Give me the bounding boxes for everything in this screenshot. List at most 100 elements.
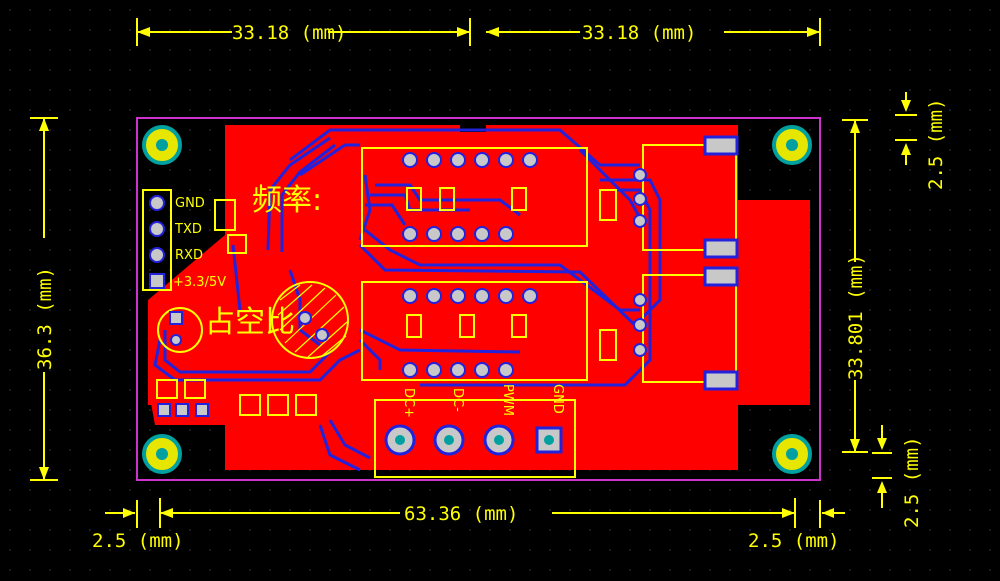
grid-dot	[969, 389, 971, 391]
dim-label-right-top-margin: 2.5 (mm)	[925, 98, 947, 190]
grid-dot	[69, 529, 71, 531]
grid-dot	[449, 69, 451, 71]
grid-dot	[969, 349, 971, 351]
grid-dot	[709, 489, 711, 491]
grid-dot	[69, 129, 71, 131]
grid-dot	[129, 169, 131, 171]
uart-header: GND TXD RXD +3.3/5V	[142, 189, 226, 291]
grid-dot	[829, 189, 831, 191]
grid-dot	[69, 469, 71, 471]
grid-dot	[869, 529, 871, 531]
grid-dot	[909, 509, 911, 511]
grid-dot	[829, 389, 831, 391]
grid-dot	[89, 269, 91, 271]
grid-dot	[909, 489, 911, 491]
grid-dot	[509, 569, 511, 571]
grid-dot	[9, 209, 11, 211]
grid-dot	[29, 229, 31, 231]
grid-dot	[249, 569, 251, 571]
grid-dot	[889, 529, 891, 531]
grid-dot	[989, 129, 991, 131]
grid-dot	[929, 69, 931, 71]
grid-dot	[29, 9, 31, 11]
grid-dot	[329, 69, 331, 71]
grid-dot	[909, 229, 911, 231]
grid-dot	[869, 289, 871, 291]
grid-dot	[289, 569, 291, 571]
header-pin-pad	[426, 288, 442, 304]
grid-dot	[209, 429, 211, 431]
grid-dot	[109, 569, 111, 571]
grid-dot	[849, 469, 851, 471]
grid-dot	[9, 89, 11, 91]
grid-dot	[789, 49, 791, 51]
grid-dot	[929, 49, 931, 51]
grid-dot	[869, 69, 871, 71]
grid-dot	[209, 189, 211, 191]
grid-dot	[829, 149, 831, 151]
dim-label-bottom-left-margin: 2.5 (mm)	[92, 530, 184, 552]
grid-dot	[929, 349, 931, 351]
dimension-bottom-width: 63.36 (mm)	[159, 498, 796, 528]
grid-dot	[909, 209, 911, 211]
grid-dot	[569, 549, 571, 551]
grid-dot	[769, 449, 771, 451]
grid-dot	[89, 9, 91, 11]
grid-dot	[829, 489, 831, 491]
pin-row-bottom-lower	[402, 362, 514, 378]
grid-dot	[249, 549, 251, 551]
grid-dot	[849, 109, 851, 111]
grid-dot	[489, 549, 491, 551]
grid-dot	[769, 49, 771, 51]
grid-dot	[389, 29, 391, 31]
grid-dot	[889, 69, 891, 71]
grid-dot	[949, 549, 951, 551]
grid-dot	[849, 249, 851, 251]
grid-dot	[629, 549, 631, 551]
grid-dot	[989, 269, 991, 271]
grid-dot	[969, 69, 971, 71]
grid-dot	[89, 489, 91, 491]
grid-dot	[869, 169, 871, 171]
grid-dot	[29, 149, 31, 151]
grid-dot	[89, 369, 91, 371]
grid-dot	[189, 529, 191, 531]
grid-dot	[409, 489, 411, 491]
grid-dot	[929, 529, 931, 531]
grid-dot	[109, 149, 111, 151]
grid-dot	[229, 69, 231, 71]
grid-dot	[949, 109, 951, 111]
grid-dot	[929, 449, 931, 451]
grid-dot	[209, 149, 211, 151]
grid-dot	[129, 9, 131, 11]
grid-dot	[669, 29, 671, 31]
grid-dot	[909, 569, 911, 571]
grid-dot	[269, 489, 271, 491]
grid-dot	[29, 469, 31, 471]
grid-dot	[129, 269, 131, 271]
grid-dot	[949, 249, 951, 251]
grid-dot	[989, 9, 991, 11]
grid-dot	[849, 269, 851, 271]
grid-dot	[349, 49, 351, 51]
grid-dot	[29, 249, 31, 251]
grid-dot	[709, 29, 711, 31]
grid-dot	[869, 409, 871, 411]
grid-dot	[969, 369, 971, 371]
grid-dot	[909, 129, 911, 131]
grid-dot	[49, 409, 51, 411]
grid-dot	[149, 529, 151, 531]
grid-dot	[269, 529, 271, 531]
grid-dot	[709, 509, 711, 511]
grid-dot	[49, 489, 51, 491]
grid-dot	[289, 489, 291, 491]
grid-dot	[189, 429, 191, 431]
grid-dot	[949, 149, 951, 151]
grid-dot	[949, 529, 951, 531]
grid-dot	[289, 69, 291, 71]
grid-dot	[869, 429, 871, 431]
header-label-vcc: +3.3/5V	[173, 275, 226, 290]
grid-dot	[449, 529, 451, 531]
grid-dot	[749, 529, 751, 531]
grid-dot	[729, 29, 731, 31]
